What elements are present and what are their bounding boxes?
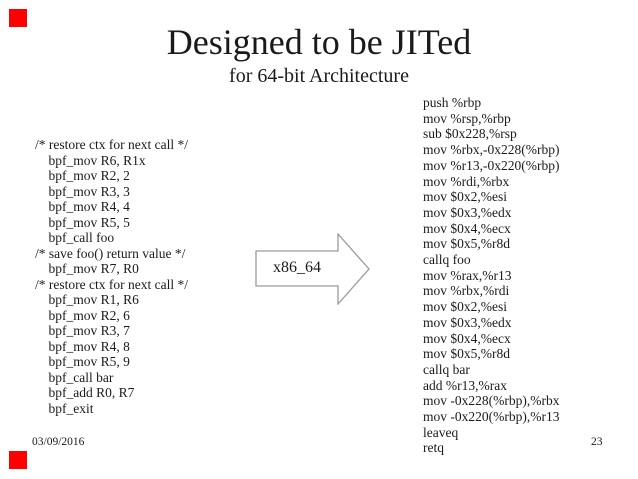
x86-code-line: mov %rbx,-0x228(%rbp)	[423, 142, 560, 158]
bpf-code-line: bpf_exit	[35, 400, 94, 416]
x86-code-line: add %r13,%rax	[423, 377, 507, 393]
x86-code-line: mov $0x3,%edx	[423, 314, 512, 330]
block-arrow-outline	[255, 233, 370, 305]
bpf-code-line: /* save foo() return value */	[35, 245, 186, 261]
x86-code-line: mov %r13,-0x220(%rbp)	[423, 157, 560, 173]
x86-code-line: mov $0x5,%r8d	[423, 236, 510, 252]
x86-code-line: mov $0x5,%r8d	[423, 346, 510, 362]
block-arrow-right-icon	[255, 233, 370, 305]
bpf-code-line: bpf_mov R2, 2	[35, 168, 130, 183]
x86-code-line: mov %rbx,%rdi	[423, 283, 510, 299]
bpf-code-line: bpf_mov R3, 3	[35, 183, 130, 199]
bpf-code-line: /* restore ctx for next call */	[35, 276, 188, 292]
x86-code-line: leaveq	[423, 424, 459, 440]
x86-code-line: mov %rdi,%rbx	[423, 173, 510, 189]
bpf-code-line: bpf_mov R1, R6	[35, 292, 139, 307]
x86-code-line: mov $0x2,%esi	[423, 189, 507, 205]
x86-code-line: push %rbp	[423, 95, 482, 110]
bpf-code-line: bpf_mov R5, 5	[35, 214, 130, 230]
x86-code-line: mov $0x3,%edx	[423, 204, 512, 220]
bpf-code-line: bpf_mov R7, R0	[35, 261, 139, 276]
red-corner-marker-bottom-left	[9, 451, 27, 469]
x86-code-line: mov -0x220(%rbp),%r13	[423, 409, 560, 425]
slide-subtitle: for 64-bit Architecture	[229, 65, 409, 87]
x86-code-line: mov -0x228(%rbp),%rbx	[423, 393, 560, 409]
x86-code-line: mov %rsp,%rbp	[423, 110, 511, 126]
x86-code-line: retq	[423, 440, 444, 456]
bpf-code-line: bpf_call bar	[35, 369, 114, 385]
x86-code-line: mov $0x4,%ecx	[423, 220, 511, 236]
x86-code-line: callq bar	[423, 361, 470, 377]
bpf-code-block: /* restore ctx for next call */ bpf_mov …	[35, 137, 188, 416]
slide-page-number: 23	[591, 436, 603, 448]
slide-date: 03/09/2016	[32, 436, 85, 448]
bpf-code-line: bpf_mov R5, 9	[35, 354, 130, 369]
bpf-code-line: bpf_mov R4, 4	[35, 199, 130, 214]
x86-code-line: mov %rax,%r13	[423, 267, 512, 283]
x86-code-line: mov $0x4,%ecx	[423, 330, 511, 346]
bpf-code-line: bpf_add R0, R7	[35, 385, 135, 400]
x86-code-line: sub $0x228,%rsp	[423, 126, 517, 142]
bpf-code-line: bpf_mov R6, R1x	[35, 152, 146, 168]
bpf-code-line: bpf_call foo	[35, 230, 115, 245]
x86-code-line: mov $0x2,%esi	[423, 299, 507, 315]
slide-title: Designed to be JITed	[166, 22, 472, 62]
bpf-code-line: bpf_mov R3, 7	[35, 323, 130, 338]
bpf-code-line: bpf_mov R2, 6	[35, 307, 130, 323]
x86-code-line: callq foo	[423, 252, 471, 268]
bpf-code-line: /* restore ctx for next call */	[35, 137, 188, 152]
arrow-label: x86_64	[273, 259, 321, 276]
red-corner-marker-top-left	[9, 9, 27, 27]
bpf-code-line: bpf_mov R4, 8	[35, 338, 130, 354]
